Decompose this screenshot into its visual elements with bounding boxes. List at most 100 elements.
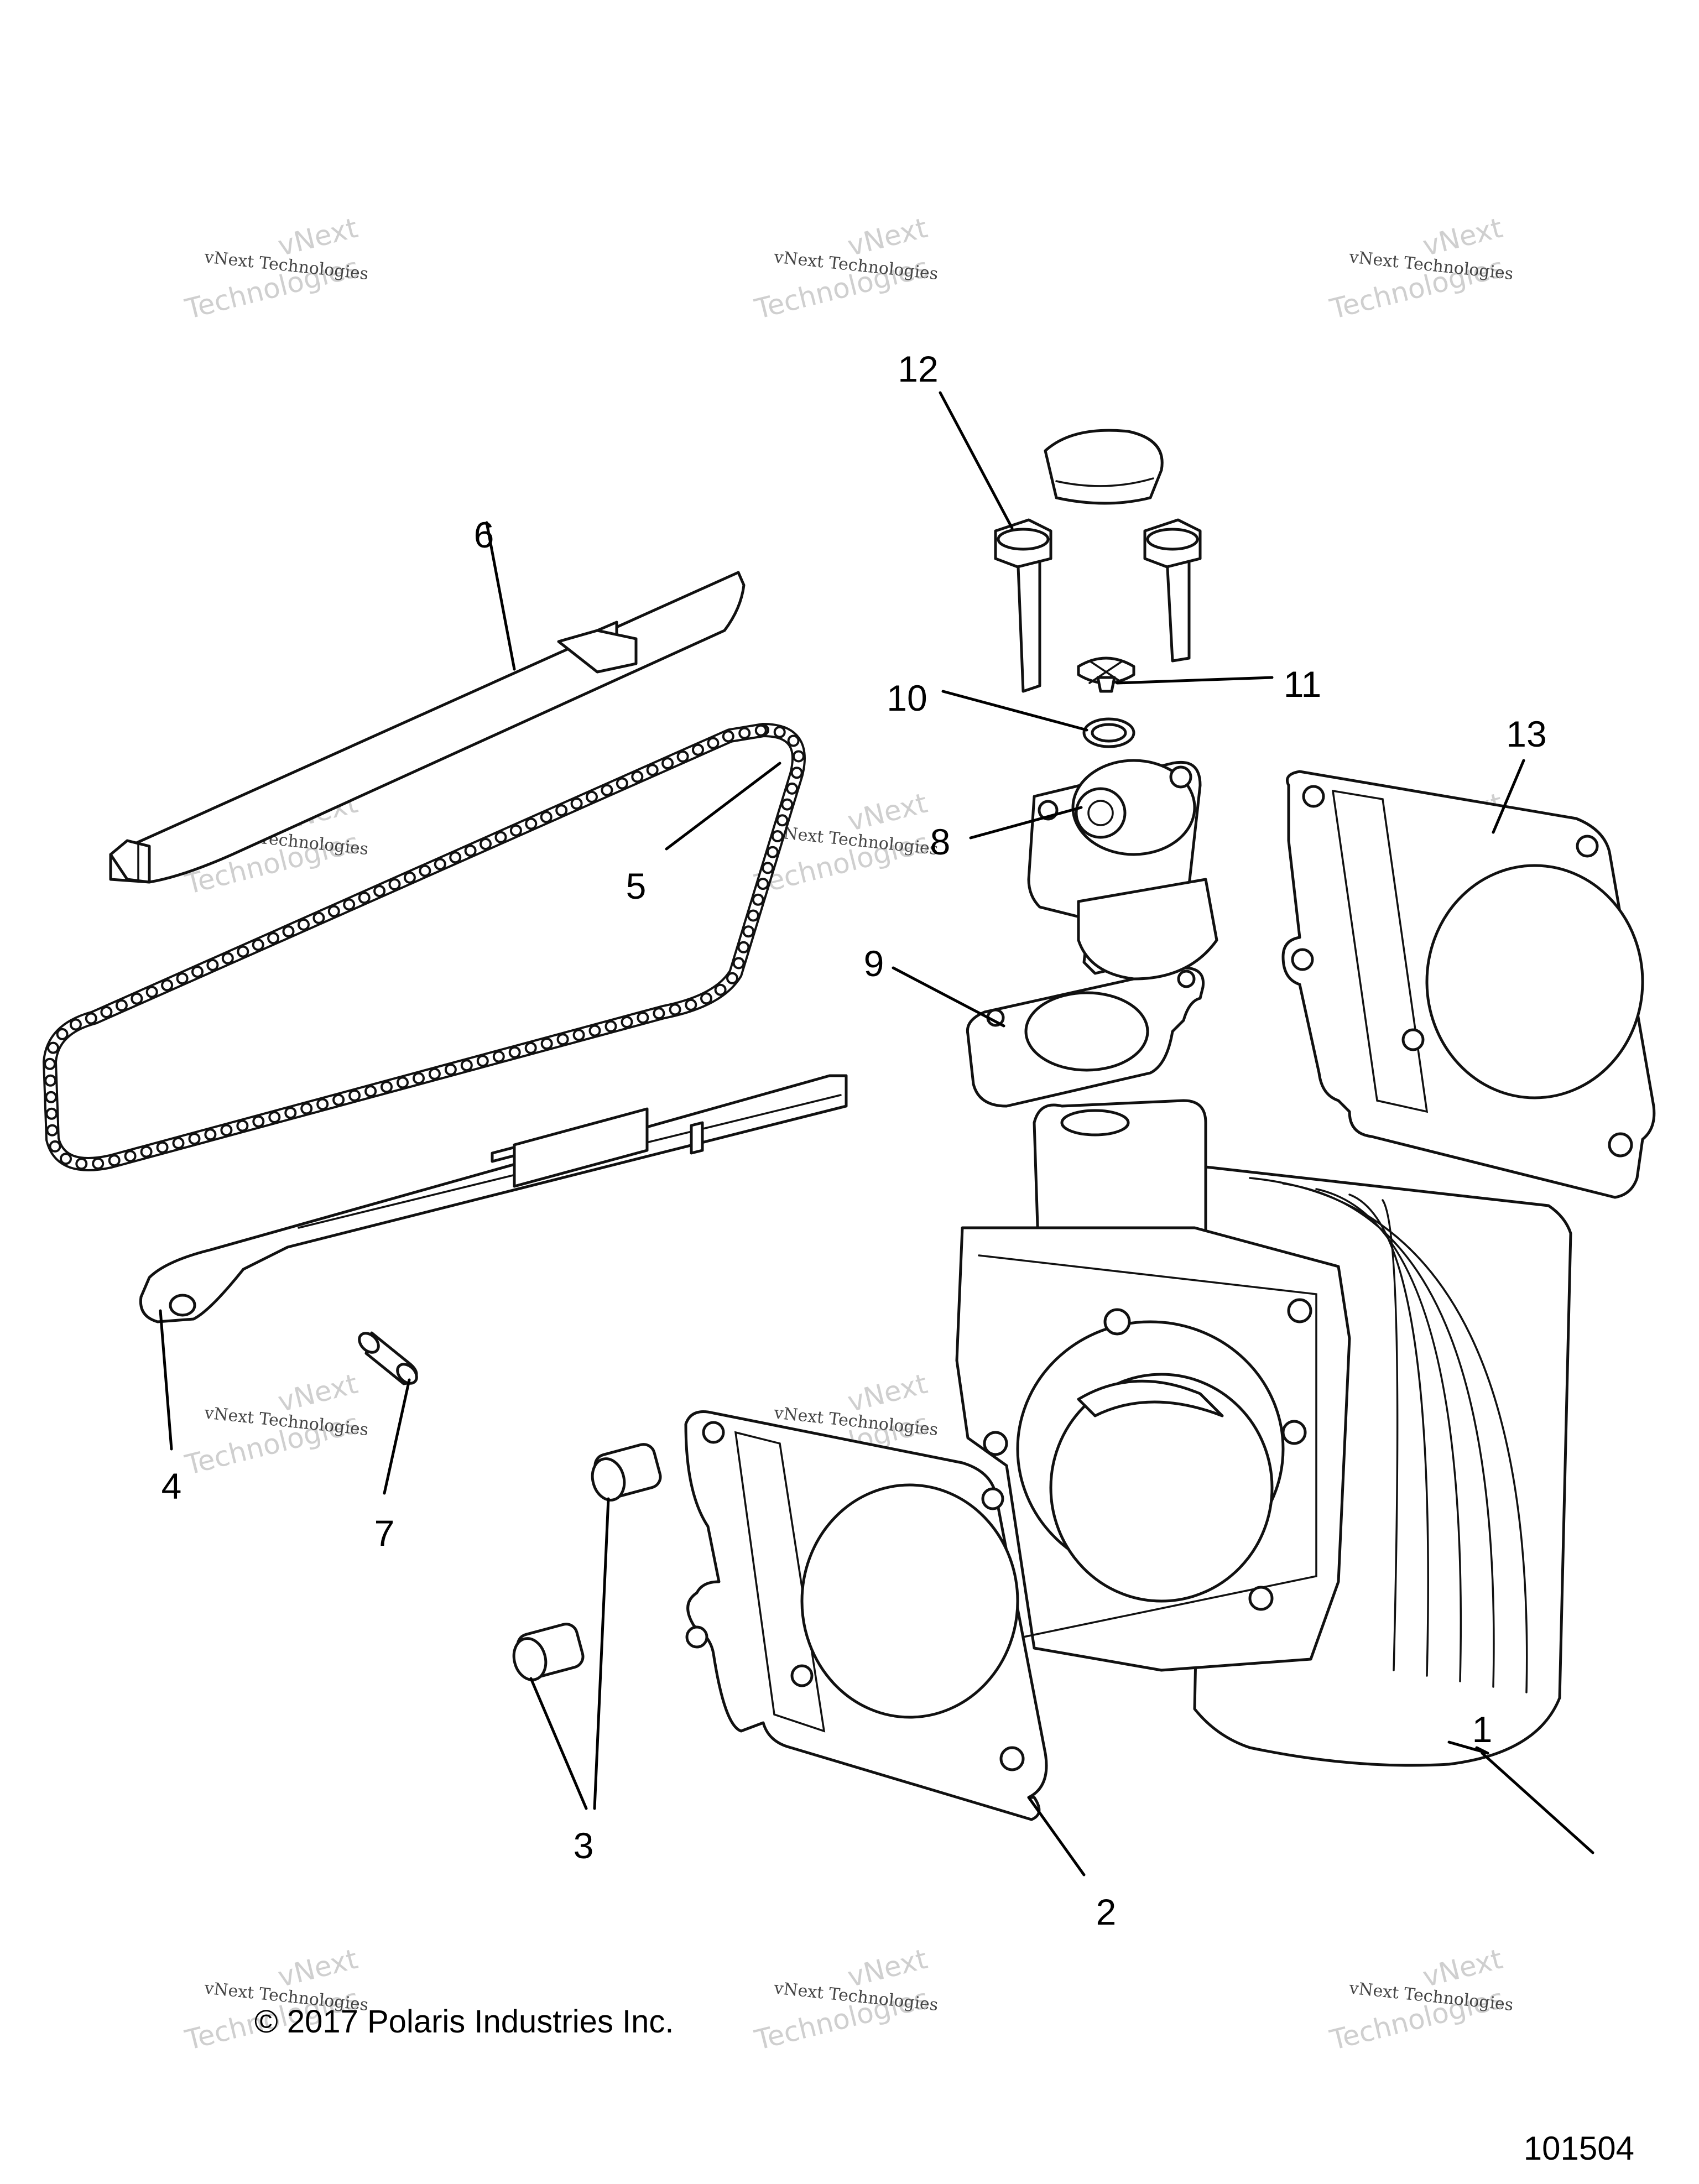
chain-link	[343, 898, 356, 911]
chain-link	[570, 798, 583, 810]
chain-link	[312, 911, 325, 924]
chain-link	[661, 757, 674, 770]
chain-link	[771, 830, 784, 842]
leader-lines	[159, 391, 1594, 1877]
chain-link	[131, 992, 143, 1005]
chain-link	[300, 1102, 313, 1115]
chain-link	[397, 1076, 409, 1089]
chain-links	[44, 724, 805, 1170]
chain-link	[476, 1055, 489, 1067]
chain-link	[92, 1157, 105, 1170]
chain-link	[762, 862, 774, 874]
chain-link	[220, 1124, 233, 1137]
chain-link	[236, 1119, 249, 1132]
chain-link	[700, 992, 712, 1005]
chain-link	[669, 1003, 681, 1016]
chain-link	[540, 811, 553, 823]
chain-link	[388, 878, 401, 890]
chain-link	[685, 998, 697, 1011]
callout-5: 5	[626, 866, 647, 906]
chain-link	[646, 764, 659, 776]
chain-link	[60, 1153, 72, 1165]
part-7-pin	[358, 1331, 418, 1385]
chain-link	[237, 945, 249, 958]
part-6-chain-guide	[109, 571, 746, 884]
chain-link	[172, 1137, 185, 1149]
chain-link	[742, 925, 755, 938]
chain-link	[108, 1154, 121, 1167]
chain-link	[282, 925, 295, 938]
chain-link	[692, 743, 704, 756]
chain-link	[316, 1098, 329, 1111]
chain-link	[556, 1033, 569, 1046]
chain-link	[786, 782, 799, 795]
copyright-notice: © 2017 Polaris Industries Inc.	[254, 2004, 674, 2040]
chain-link	[44, 1057, 56, 1070]
chain-link	[428, 1067, 441, 1080]
chain-link	[413, 1072, 425, 1085]
chain-link	[738, 727, 751, 739]
callout-11: 11	[1284, 664, 1322, 705]
chain-link	[525, 817, 538, 830]
chain-link	[332, 1093, 345, 1106]
chain-link	[56, 1028, 69, 1040]
chain-link	[403, 871, 416, 884]
chain-link	[586, 790, 598, 803]
part-9-tensioner-gasket	[966, 966, 1205, 1108]
chain-link	[124, 1150, 137, 1163]
part-11-screw	[1077, 656, 1135, 693]
chain-link	[588, 1024, 601, 1037]
chain-link	[47, 1041, 59, 1054]
chain-link	[752, 893, 764, 906]
part-1-cylinder	[955, 1099, 1572, 1767]
chain-link	[204, 1128, 217, 1141]
diagram-number: 101504	[1524, 2130, 1634, 2167]
chain-link	[381, 1081, 393, 1093]
chain-link	[494, 831, 507, 843]
chain-link	[676, 750, 689, 763]
chain-link	[45, 1107, 58, 1120]
part-13-head-gasket	[1281, 770, 1656, 1199]
chain-link	[524, 1041, 537, 1054]
chain-link	[49, 1140, 61, 1153]
chain-link	[460, 1059, 473, 1072]
callout-labels: 1 2 3 4 5 6 7 8 9 10 11 12 13	[161, 348, 1547, 1932]
callout-10: 10	[887, 677, 927, 718]
chain-link	[726, 972, 738, 984]
chain-link	[45, 1091, 58, 1103]
callout-9: 9	[864, 943, 884, 984]
chain-link	[44, 1074, 57, 1087]
part-4-chain-tensioner-guide	[139, 1074, 848, 1323]
chain-link	[732, 957, 745, 969]
chain-link	[707, 737, 720, 749]
chain-link	[327, 905, 340, 918]
chain-link	[434, 858, 446, 871]
chain-link	[540, 1038, 553, 1050]
callout-8: 8	[930, 821, 951, 862]
chain-link	[737, 941, 750, 953]
chain-link	[492, 1050, 505, 1063]
chain-link	[252, 1115, 265, 1128]
chain-link	[787, 734, 800, 747]
chain-link	[115, 999, 128, 1012]
chain-link	[508, 1046, 521, 1059]
chain-link	[747, 909, 759, 922]
chain-link	[722, 730, 734, 743]
part-10-o-ring	[1082, 717, 1135, 748]
chain-link	[449, 851, 462, 864]
part-2-base-gasket	[684, 1410, 1048, 1821]
chain-link	[464, 845, 477, 857]
chain-link	[781, 798, 794, 811]
chain-link	[631, 770, 644, 783]
chain-link	[616, 777, 628, 790]
chain-link	[298, 918, 310, 931]
callout-1: 1	[1472, 1709, 1493, 1750]
part-3-dowel-pins	[512, 1443, 662, 1681]
